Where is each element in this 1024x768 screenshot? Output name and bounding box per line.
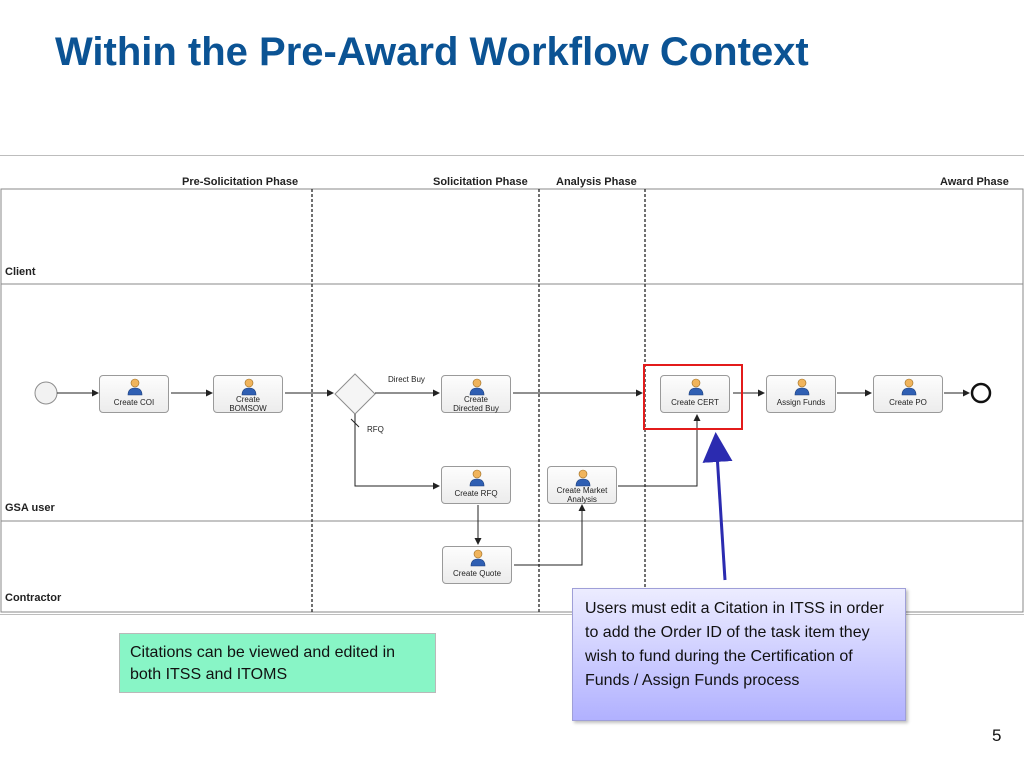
gateway-label-direct-buy: Direct Buy: [388, 375, 425, 384]
start-event-icon: [34, 381, 58, 405]
task-label: Create PO: [889, 398, 927, 407]
cert-funds-note: Users must edit a Citation in ITSS in or…: [572, 588, 906, 721]
flow-connectors: [34, 373, 992, 566]
user-icon: [901, 378, 917, 396]
task-create-rfq[interactable]: Create RFQ: [441, 466, 511, 504]
exclusive-gateway-icon: [334, 373, 376, 415]
create-cert-highlight-box: [643, 364, 743, 430]
page-number: 5: [992, 726, 1002, 745]
user-icon: [127, 378, 143, 396]
user-icon: [794, 378, 810, 396]
lane-label-gsa-user: GSA user: [5, 502, 55, 514]
slide-title: Within the Pre-Award Workflow Context: [55, 30, 809, 74]
user-icon: [241, 378, 257, 396]
task-create-cert[interactable]: Create CERT: [660, 375, 730, 413]
phase-label-award: Award Phase: [940, 176, 1009, 188]
pool-border: [0, 188, 1024, 613]
gateway-label-rfq: RFQ: [367, 425, 384, 434]
task-label: Assign Funds: [776, 398, 826, 407]
user-icon: [575, 469, 591, 487]
diagram-grid: [0, 188, 1024, 613]
itss-itoms-note: Citations can be viewed and edited in bo…: [119, 633, 436, 693]
task-label: Create CERT: [671, 398, 719, 407]
default-flow-marker: [350, 418, 360, 428]
task-create-po[interactable]: Create PO: [873, 375, 943, 413]
phase-label-solicitation: Solicitation Phase: [433, 176, 528, 188]
user-icon: [469, 378, 485, 396]
task-label: Create RFQ: [454, 489, 498, 498]
user-icon: [688, 378, 704, 396]
task-create-coi[interactable]: Create COI: [99, 375, 169, 413]
workflow-diagram: Pre-Solicitation Phase Solicitation Phas…: [0, 155, 1024, 615]
flow-market-analysis-to-cert: [618, 414, 701, 487]
task-create-quote[interactable]: Create Quote: [442, 546, 512, 584]
phase-label-analysis: Analysis Phase: [556, 176, 637, 188]
task-label: Create Quote: [452, 569, 502, 578]
end-event-icon: [970, 382, 992, 404]
flow-quote-to-market-analysis: [514, 504, 586, 566]
phase-label-pre-solicitation: Pre-Solicitation Phase: [182, 176, 299, 188]
lane-label-contractor: Contractor: [5, 592, 62, 604]
user-icon: [470, 549, 486, 567]
flow-gateway-to-rfq: [354, 414, 440, 490]
task-assign-funds[interactable]: Assign Funds: [766, 375, 836, 413]
user-icon: [469, 469, 485, 487]
lane-label-client: Client: [5, 266, 36, 278]
task-label: Create COI: [113, 398, 155, 407]
